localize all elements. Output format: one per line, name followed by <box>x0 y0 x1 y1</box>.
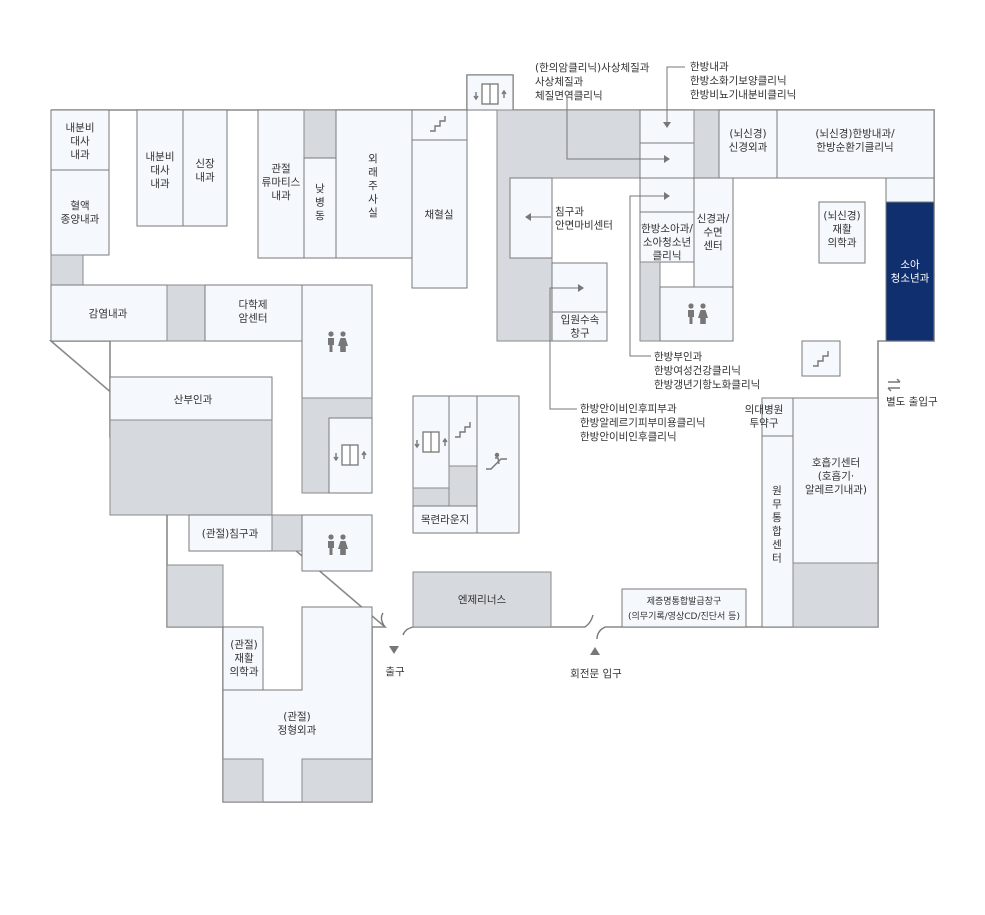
top-elevator <box>466 74 514 111</box>
service-area <box>166 564 224 628</box>
room-lounge[interactable]: 목련라운지 <box>412 505 478 534</box>
svg-text:(관절)침구과: (관절)침구과 <box>202 527 259 540</box>
revolving-entrance[interactable]: 회전문 입구 <box>570 614 622 680</box>
svg-text:(의무기록/영상CD/진단서 등): (의무기록/영상CD/진단서 등) <box>628 611 740 622</box>
restroom-2 <box>301 514 373 572</box>
svg-text:(관절)정형외과: (관절)정형외과 <box>278 710 317 737</box>
service-area <box>109 419 273 516</box>
svg-text:별도 출입구: 별도 출입구 <box>886 395 938 408</box>
room-blood-draw[interactable]: 채혈실 <box>411 139 468 289</box>
room-infectious[interactable]: 감염내과 <box>50 284 168 342</box>
service-area <box>166 284 206 342</box>
svg-text:(뇌신경)신경외과: (뇌신경)신경외과 <box>729 127 768 154</box>
annotation-acupuncture-arrow <box>525 213 551 221</box>
restroom-1 <box>301 284 373 399</box>
service-area <box>792 562 879 628</box>
service-area <box>50 254 84 286</box>
service-area <box>303 109 337 159</box>
elevator-1 <box>328 417 373 494</box>
service-area <box>301 758 373 803</box>
stairs-area <box>411 109 468 141</box>
restroom-3 <box>659 286 734 342</box>
escalator-icon <box>486 452 507 470</box>
stairs-east <box>801 340 841 377</box>
exit-door[interactable]: 출구 <box>380 612 414 678</box>
svg-text:목련라운지: 목련라운지 <box>421 514 469 526</box>
service-area <box>271 514 303 552</box>
room-acupuncture-joint[interactable]: (관절)침구과 <box>188 514 273 552</box>
room-neurosurgery[interactable]: (뇌신경)신경외과 <box>718 109 778 179</box>
service-area <box>693 109 720 179</box>
svg-text:(뇌신경)한방내과/한방순환기클리닉: (뇌신경)한방내과/한방순환기클리닉 <box>815 127 895 154</box>
svg-text:회전문 입구: 회전문 입구 <box>570 667 622 680</box>
service-area <box>639 261 661 342</box>
svg-text:낮병동: 낮병동 <box>315 183 325 222</box>
svg-text:제증명통합발급창구: 제증명통합발급창구 <box>647 596 722 607</box>
svg-text:호흡기센터(호흡기·알레르기내과): 호흡기센터(호흡기·알레르기내과) <box>805 456 867 496</box>
room-certificate[interactable]: 제증명통합발급창구 (의무기록/영상CD/진단서 등) <box>621 588 747 628</box>
svg-text:출구: 출구 <box>385 666 405 678</box>
corridor-east <box>885 177 935 203</box>
room-neuro-korean[interactable]: (뇌신경)한방내과/한방순환기클리닉 <box>776 109 935 179</box>
room-respiratory[interactable]: 호흡기센터(호흡기·알레르기내과) <box>792 397 879 564</box>
svg-text:엔제리너스: 엔제리너스 <box>458 594 507 606</box>
room-engineering[interactable]: 엔제리너스 <box>412 571 552 628</box>
service-area <box>222 758 264 803</box>
svg-text:채혈실: 채혈실 <box>425 208 454 221</box>
svg-text:감염내과: 감염내과 <box>89 308 128 320</box>
separate-entrance[interactable]: 별도 출입구 <box>886 378 938 408</box>
svg-text:산부인과: 산부인과 <box>174 394 213 406</box>
room-obgyn[interactable]: 산부인과 <box>109 376 273 421</box>
